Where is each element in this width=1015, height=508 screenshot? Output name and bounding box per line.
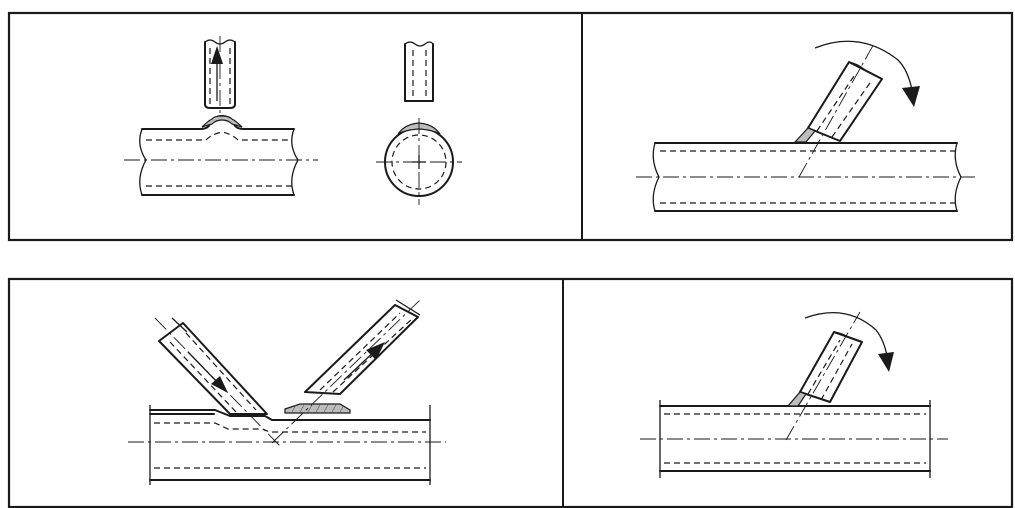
rotation-arrow <box>814 40 920 107</box>
arrow-up-right-icon <box>366 342 385 360</box>
arrow-down-right-icon <box>211 376 228 393</box>
angled-branch <box>793 41 883 178</box>
panel-angled-branches-joining <box>128 299 446 485</box>
small-angled-branch <box>785 311 863 441</box>
panel-branch-preparation <box>124 36 462 205</box>
panel-branch-rotation-at-angle <box>636 40 975 212</box>
rotation-arrow-icon <box>878 352 894 372</box>
top-row-frame <box>7 11 1014 242</box>
main-pipe-short <box>640 400 948 478</box>
bottom-row-frame <box>7 277 1014 508</box>
right-angled-branch <box>271 299 421 444</box>
rotation-arrow-icon <box>902 86 920 107</box>
rotation-arrow-small <box>804 312 894 372</box>
main-pipe-long <box>636 142 975 212</box>
arrow-up-icon <box>211 46 223 64</box>
main-pipe-joining <box>128 403 446 485</box>
main-pipe-side-view <box>124 115 318 196</box>
section-view <box>376 41 462 205</box>
branch-pipe-above <box>204 36 236 116</box>
panel-branch-rotation-small <box>640 311 948 478</box>
left-angled-branch <box>154 317 281 447</box>
